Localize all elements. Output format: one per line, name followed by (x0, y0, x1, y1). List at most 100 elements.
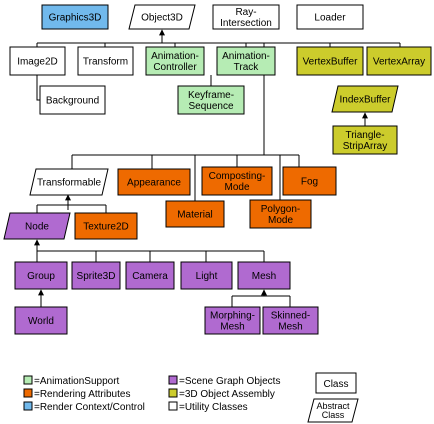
compositingmode-label-0: Composting- (209, 171, 266, 182)
legend-label-rendering: =Rendering Attributes (34, 389, 130, 400)
morphingmesh-shape (204, 306, 261, 335)
transformable-label-0: Transformable (37, 178, 102, 189)
legend-abstract-class-label-1: Class (322, 410, 345, 420)
image2d-shape (9, 46, 66, 76)
rayintersection-label-0: Ray- (235, 7, 256, 18)
morphingmesh-label-1: Mesh (220, 322, 244, 333)
fog-label-0: Fog (301, 177, 318, 188)
object3d-shape (128, 4, 196, 30)
mesh-shape (237, 261, 291, 290)
animcontroller-shape (145, 46, 205, 76)
loader-label-0: Loader (314, 13, 346, 24)
legend-abstract-class-label-0: Abstract (316, 401, 350, 411)
legend-swatch-render_context (23, 401, 33, 411)
legend-swatch-animation (23, 375, 33, 385)
texture2d-label-0: Texture2D (83, 222, 129, 233)
background-shape (39, 85, 106, 115)
rayintersection-node: Ray-Intersection (212, 4, 280, 30)
light-shape (180, 261, 233, 290)
transformable-shape (29, 168, 109, 196)
sprite3d-shape (71, 261, 121, 290)
legend-item-animation: =AnimationSupport (23, 375, 120, 387)
world-node: World (14, 306, 68, 335)
polygonmode-label-1: Mode (268, 215, 293, 226)
keyframeseq-shape (177, 85, 245, 115)
skinnedmesh-shape (262, 306, 319, 335)
legend-label-assembly: =3D Object Assembly (179, 389, 275, 400)
legend-label-render_context: =Render Context/Control (34, 402, 145, 413)
class-boxes: Graphics3D Object3D Ray-Intersection Loader… (3, 4, 432, 335)
rayintersection-label-1: Intersection (220, 18, 272, 29)
world-shape (14, 306, 68, 335)
light-label-0: Light (196, 271, 218, 282)
legend-swatch-rendering (23, 388, 33, 398)
appearance-node: Appearance (117, 168, 191, 196)
object3d-label-0: Object3D (141, 13, 183, 24)
trianglestrip-shape (332, 125, 398, 155)
animtrack-label-0: Animation- (222, 51, 270, 62)
legend-swatch-scene_graph (168, 375, 178, 385)
polygonmode-node: Polygon-Mode (249, 199, 312, 229)
morphingmesh-node: Morphing-Mesh (204, 306, 261, 335)
animtrack-label-1: Track (234, 62, 260, 73)
compositingmode-label-1: Mode (224, 182, 249, 193)
legend-abstract-class-shape (307, 398, 359, 423)
camera-node: Camera (125, 261, 175, 290)
loader-node: Loader (296, 4, 364, 30)
polygonmode-label-0: Polygon- (261, 204, 300, 215)
node-shape (3, 212, 71, 240)
legend-item-assembly: =3D Object Assembly (168, 388, 275, 400)
animcontroller-label-1: Controller (153, 62, 197, 73)
legend-label-utility: =Utility Classes (179, 402, 248, 413)
world-label-0: World (28, 316, 54, 327)
appearance-shape (117, 168, 191, 196)
legend-label-animation: =AnimationSupport (34, 376, 120, 387)
transform-shape (77, 46, 134, 76)
vertexarray-node: VertexArray (366, 46, 432, 76)
image2d-node: Image2D (9, 46, 66, 76)
texture2d-shape (74, 212, 138, 240)
group-shape (14, 261, 68, 290)
graphics3d-shape (41, 4, 109, 30)
legend-swatch-utility (168, 401, 178, 411)
keyframeseq-label-1: Sequence (188, 101, 233, 112)
trianglestrip-node: Triangle-StripArray (332, 125, 398, 155)
light-node: Light (180, 261, 233, 290)
indexbuffer-node: IndexBuffer (331, 85, 399, 113)
polygonmode-shape (249, 199, 312, 229)
texture2d-node: Texture2D (74, 212, 138, 240)
fog-shape (282, 166, 337, 196)
node-node: Node (3, 212, 71, 240)
vertexbuffer-label-0: VertexBuffer (303, 57, 359, 68)
background-label-0: Background (46, 96, 99, 107)
camera-shape (125, 261, 175, 290)
loader-shape (296, 4, 364, 30)
skinnedmesh-label-1: Mesh (278, 322, 302, 333)
group-node: Group (14, 261, 68, 290)
vertexbuffer-node: VertexBuffer (296, 46, 364, 76)
mesh-label-0: Mesh (252, 271, 276, 282)
appearance-label-0: Appearance (127, 178, 181, 189)
transformable-node: Transformable (29, 168, 109, 196)
legend-class-box (315, 372, 357, 394)
legend-item-rendering: =Rendering Attributes (23, 388, 130, 400)
animcontroller-label-0: Animation- (151, 51, 199, 62)
animtrack-shape (216, 46, 276, 76)
legend-swatch-assembly (168, 388, 178, 398)
animtrack-node: Animation-Track (216, 46, 276, 76)
legend-class-sample: Class (315, 372, 357, 394)
legend-class-label: Class (323, 379, 348, 390)
legend: =AnimationSupport =Rendering Attributes =R… (23, 372, 359, 423)
vertexarray-label-0: VertexArray (373, 57, 425, 68)
legend-label-scene_graph: =Scene Graph Objects (179, 376, 280, 387)
transform-node: Transform (77, 46, 134, 76)
indexbuffer-shape (331, 85, 399, 113)
compositingmode-shape (201, 166, 273, 196)
material-shape (165, 200, 225, 228)
skinnedmesh-node: Skinned-Mesh (262, 306, 319, 335)
image2d-to-background (36, 75, 40, 101)
graphics3d-node: Graphics3D (41, 4, 109, 30)
material-node: Material (165, 200, 225, 228)
image2d-label-0: Image2D (17, 57, 58, 68)
